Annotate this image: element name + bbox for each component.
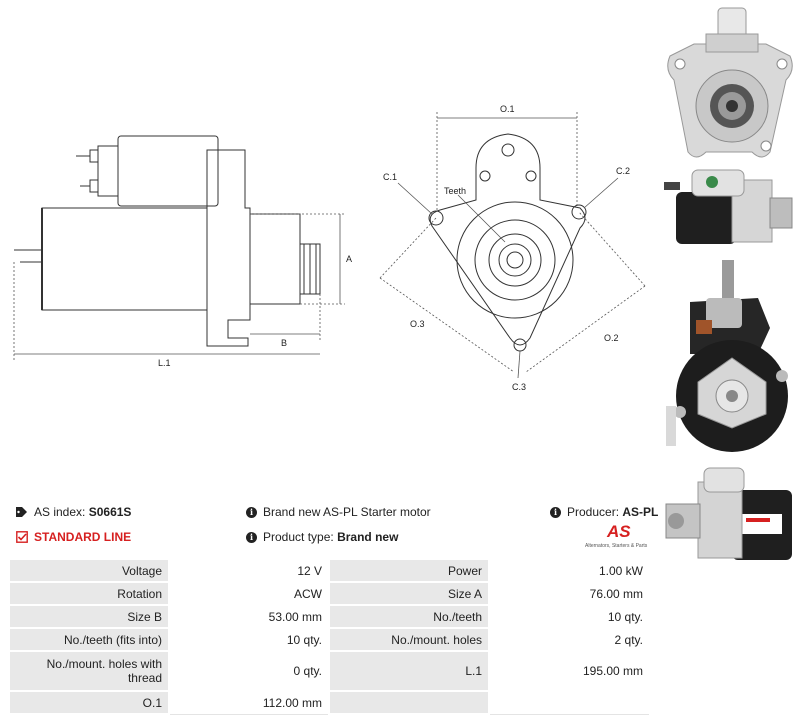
product-photo-front — [667, 7, 793, 158]
standard-line-row: STANDARD LINE — [16, 530, 131, 544]
spec-value: 112.00 mm — [168, 690, 330, 715]
table-row: No./teeth (fits into) 10 qty. No./mount.… — [8, 627, 651, 652]
product-type-value: Brand new — [337, 530, 399, 544]
table-row: Voltage 12 V Power 1.00 kW — [8, 558, 651, 583]
spec-label: No./mount. holes — [328, 627, 490, 652]
info-icon: i — [246, 531, 257, 543]
info-icon: i — [550, 506, 561, 518]
tag-icon — [16, 507, 27, 517]
spec-label: No./mount. holes with thread — [8, 650, 170, 692]
product-photo-side — [664, 169, 793, 244]
logo-mark: AS — [607, 522, 631, 541]
label-c3: C.3 — [512, 382, 526, 392]
spec-label: Power — [328, 558, 490, 583]
label-c1: C.1 — [383, 172, 397, 182]
table-row: Size B 53.00 mm No./teeth 10 qty. — [8, 604, 651, 629]
specs-table: Voltage 12 V Power 1.00 kW Rotation ACW … — [8, 558, 651, 715]
spec-value: 195.00 mm — [488, 650, 651, 692]
info-icon: i — [246, 506, 257, 518]
spec-value: 10 qty. — [488, 604, 651, 629]
spec-value: 0 qty. — [168, 650, 330, 692]
producer-row: i Producer: AS-PL — [550, 505, 658, 519]
label-teeth: Teeth — [444, 186, 466, 196]
label-a: A — [346, 254, 352, 264]
table-row: O.1 112.00 mm — [8, 690, 651, 715]
as-index-label: AS index: — [34, 505, 86, 519]
product-type-row: i Product type: Brand new — [246, 530, 398, 544]
spec-value: 76.00 mm — [488, 581, 651, 606]
spec-value: 2 qty. — [488, 627, 651, 652]
spec-value: 53.00 mm — [168, 604, 330, 629]
label-c2: C.2 — [616, 166, 630, 176]
spec-label: Size B — [8, 604, 170, 629]
spec-value: 1.00 kW — [488, 558, 651, 583]
standard-line-label: STANDARD LINE — [34, 530, 132, 544]
spec-label — [328, 690, 490, 715]
description-text: Brand new AS-PL Starter motor — [263, 505, 431, 519]
spec-label: No./teeth — [328, 604, 490, 629]
label-o2: O.2 — [604, 333, 619, 343]
spec-value: 12 V — [168, 558, 330, 583]
table-row: No./mount. holes with thread 0 qty. L.1 … — [8, 650, 651, 692]
label-l1: L.1 — [158, 358, 171, 368]
spec-label: Size A — [328, 581, 490, 606]
as-index-row: AS index: S0661S — [16, 505, 131, 519]
spec-label: Voltage — [8, 558, 170, 583]
label-o3: O.3 — [410, 319, 425, 329]
spec-label: Rotation — [8, 581, 170, 606]
logo-tagline: Alternators, Starters & Parts — [585, 543, 648, 549]
producer-label: Producer: — [567, 505, 620, 519]
product-photo-rear — [666, 260, 788, 452]
spec-value: 10 qty. — [168, 627, 330, 652]
product-type-label: Product type: — [263, 530, 334, 544]
spec-label: O.1 — [8, 690, 170, 715]
spec-value — [488, 690, 651, 715]
description-row: i Brand new AS-PL Starter motor — [246, 505, 431, 519]
producer-value: AS-PL — [622, 505, 659, 519]
spec-label: L.1 — [328, 650, 490, 692]
table-row: Rotation ACW Size A 76.00 mm — [8, 581, 651, 606]
as-index-value: S0661S — [88, 505, 132, 519]
technical-drawing: A B L.1 O.1 C.1 C.2 Teeth O.3 O.2 C.3 — [13, 104, 646, 392]
spec-value: ACW — [168, 581, 330, 606]
spec-label: No./teeth (fits into) — [8, 627, 170, 652]
as-pl-logo: AS Alternators, Starters & Parts — [585, 522, 651, 552]
checkbox-checked-icon — [16, 531, 28, 543]
label-b: B — [281, 338, 287, 348]
label-o1: O.1 — [500, 104, 515, 114]
product-photo-angle — [665, 467, 792, 560]
